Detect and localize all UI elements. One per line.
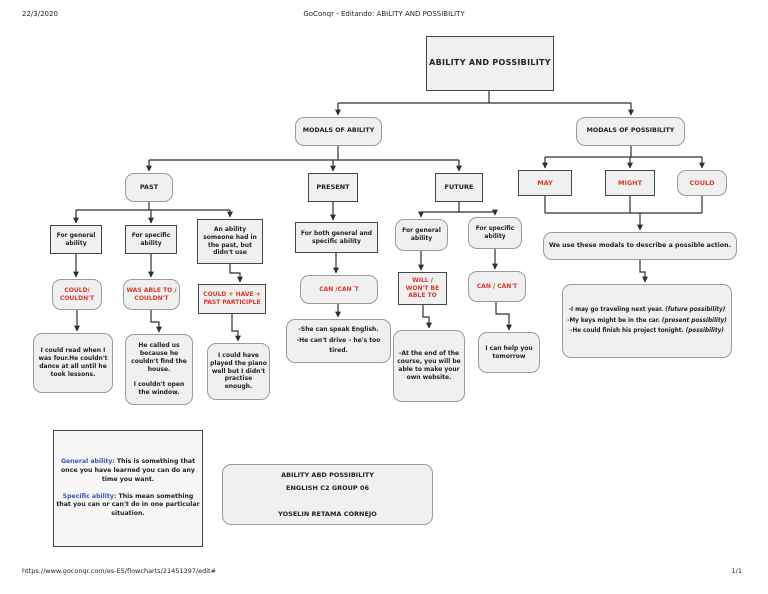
node-future: FUTURE xyxy=(435,173,483,202)
node-definitions: General ability: This is something that … xyxy=(53,430,203,547)
node-ability-and-possibility: ABILITY AND POSSIBILITY xyxy=(426,36,554,91)
node-for-specific-ability-past: For specific ability xyxy=(125,225,177,254)
node-past: PAST xyxy=(125,173,173,202)
node-could-couldnt: COULD/ COULDN'T xyxy=(52,279,102,310)
node-example-past-general: I could read when I was four.He couldn't… xyxy=(33,333,113,393)
print-footer-page-indicator: 1/1 xyxy=(731,567,742,575)
node-example-future-general: -At the end of the course, you will be a… xyxy=(393,330,465,402)
print-header-title: GoConqr - Editando: ABILITY AND POSSIBIL… xyxy=(303,10,465,18)
print-footer-url: https://www.goconqr.com/es-ES/flowcharts… xyxy=(22,567,217,575)
node-may: MAY xyxy=(518,170,572,196)
node-might: MIGHT xyxy=(605,170,655,196)
node-for-general-ability-future: For general ability xyxy=(395,219,448,251)
node-an-ability-not-used: An ability someone had in the past, but … xyxy=(197,219,263,264)
node-modals-of-ability: MODALS OF ABILITY xyxy=(295,117,382,146)
definition-general-ability: General ability: This is something that … xyxy=(60,458,196,483)
node-was-able-to-couldnt: WAS ABLE TO / COULDN'T xyxy=(123,279,180,310)
possibility-example-line: -He could finish his project tonight. (p… xyxy=(570,328,724,335)
node-example-present: -She can speak English. -He can't drive … xyxy=(286,319,391,363)
possibility-example-line: -My keys might be in the car. (present p… xyxy=(567,317,727,324)
node-can-cant-present: CAN /CAN´T xyxy=(300,275,378,304)
definition-specific-ability: Specific ability: This mean something th… xyxy=(56,492,200,517)
possibility-example-line: -I may go traveling next year. (future p… xyxy=(568,306,726,313)
node-could: COULD xyxy=(677,170,727,196)
node-could-have-past-participle: COULD + HAVE + PAST PARTICIPLE xyxy=(198,284,266,314)
node-can-cant-future: CAN / CAN'T xyxy=(468,271,526,302)
node-example-could-have: I could have played the piano well but I… xyxy=(207,343,270,400)
node-we-use-these-modals: We use these modals to describe a possib… xyxy=(543,232,737,260)
node-for-specific-ability-future: For specific ability xyxy=(468,217,522,249)
node-will-wont-be-able-to: WILL / WON'T BE ABLE TO xyxy=(398,272,447,305)
node-for-general-ability-past: For general ability xyxy=(50,225,102,254)
node-credits: ABILITY ABD POSSIBILITY ENGLISH C2 GROUP… xyxy=(222,464,433,525)
node-examples-possibility: -I may go traveling next year. (future p… xyxy=(562,284,732,358)
node-modals-of-possibility: MODALS OF POSSIBILITY xyxy=(576,117,685,146)
node-present: PRESENT xyxy=(308,173,358,202)
node-example-past-specific: He called us because he couldn't find th… xyxy=(125,334,193,405)
node-for-both-general-and-specific: For both general and specific ability xyxy=(295,222,378,253)
print-header-date: 22/3/2020 xyxy=(22,10,58,18)
node-example-future-specific: I can help you tomorrow xyxy=(478,332,540,373)
